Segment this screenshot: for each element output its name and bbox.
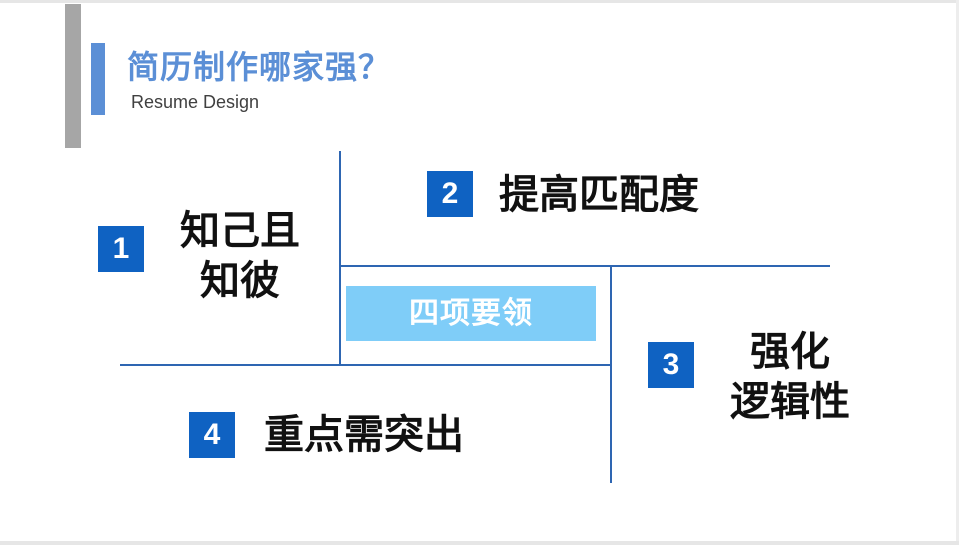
tip-3-text: 强化 逻辑性 <box>710 327 870 427</box>
tip-2-number-badge: 2 <box>427 171 473 217</box>
tip-1-line-1: 知己且 <box>180 208 300 254</box>
tip-4-text: 重点需突出 <box>264 412 464 458</box>
bottom-border <box>0 541 959 545</box>
slide-subtitle: Resume Design <box>131 92 260 112</box>
tip-3-line-1: 强化 <box>750 329 830 375</box>
divider-vertical-right <box>610 265 612 483</box>
tip-4-number-badge: 4 <box>189 412 235 458</box>
tip-1-text: 知己且 知彼 <box>160 206 320 306</box>
divider-vertical-left <box>339 151 341 365</box>
header-blue-accent <box>91 43 105 115</box>
header-gray-bar <box>65 4 81 148</box>
divider-horizontal-left <box>120 364 611 366</box>
tip-2-text: 提高匹配度 <box>499 172 699 218</box>
right-border <box>956 0 959 545</box>
tip-3-number-badge: 3 <box>648 342 694 388</box>
center-label-box: 四项要领 <box>346 286 596 341</box>
divider-horizontal-right <box>610 265 830 267</box>
slide-title: 简历制作哪家强？ <box>127 48 392 86</box>
divider-horizontal-center-top <box>340 265 611 267</box>
tip-3-line-2: 逻辑性 <box>730 379 850 425</box>
tip-1-line-2: 知彼 <box>200 258 280 304</box>
top-border <box>0 0 959 3</box>
tip-1-number-badge: 1 <box>98 226 144 272</box>
